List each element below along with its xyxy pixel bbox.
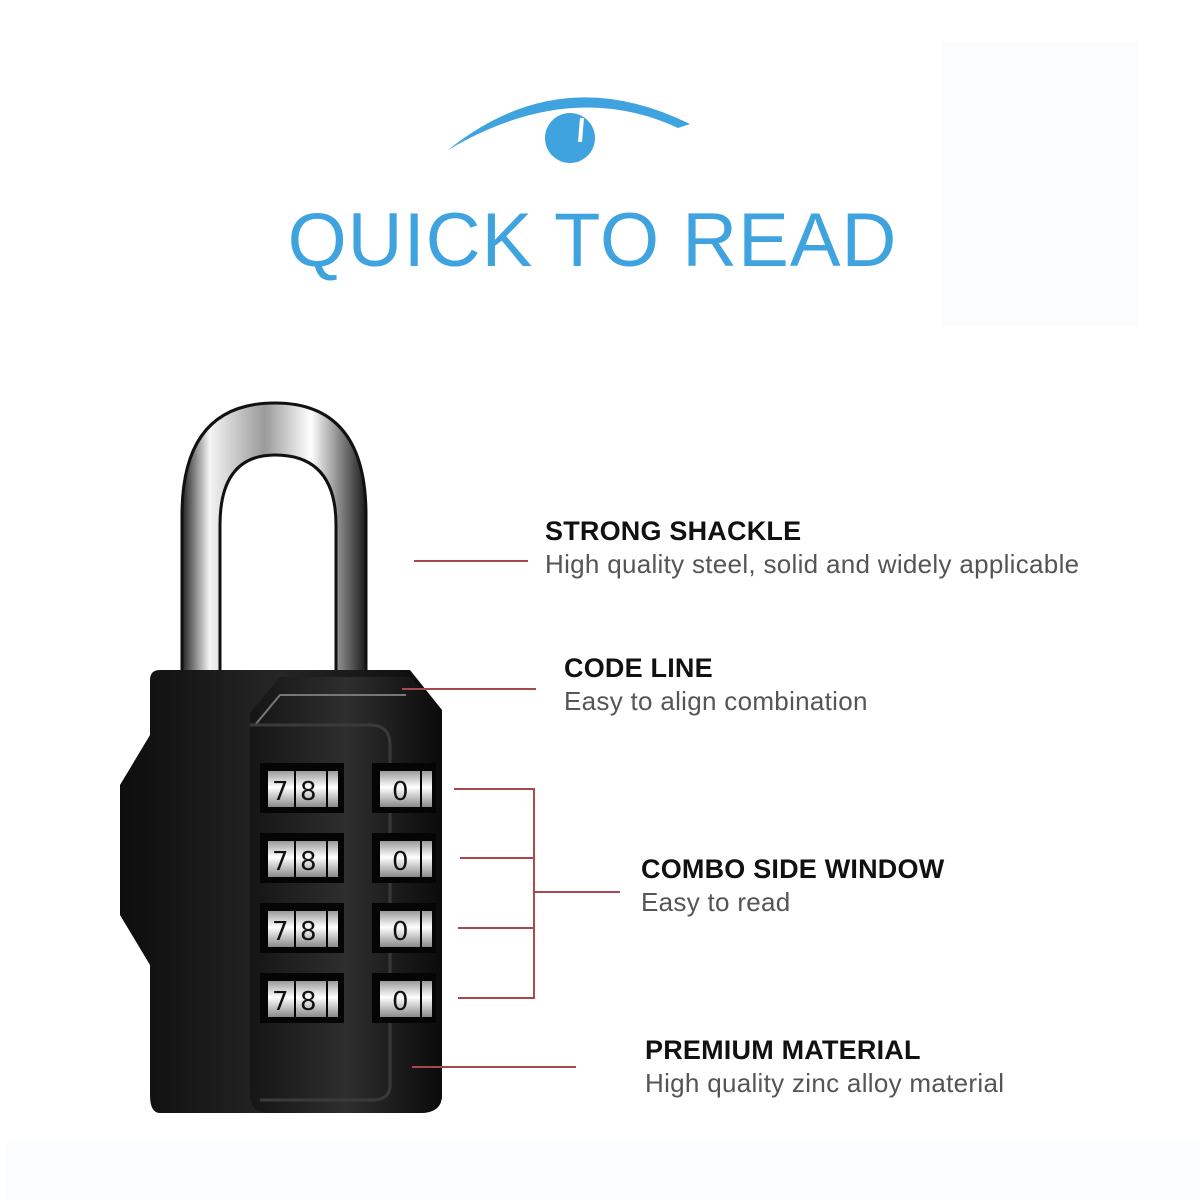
digit: 0: [392, 777, 409, 807]
padlock-image: [120, 401, 442, 1113]
digit: 0: [392, 917, 409, 947]
leader-line-window-4: [458, 997, 534, 999]
leader-line-window-1: [454, 788, 534, 790]
background-footer-panel: [6, 1143, 1200, 1200]
feature-code-line: CODE LINE Easy to align combination: [564, 652, 868, 718]
feature-premium-material: PREMIUM MATERIAL High quality zinc alloy…: [645, 1034, 1004, 1100]
digit: 8: [300, 917, 317, 947]
feature-description: Easy to read: [641, 887, 791, 917]
leader-line-code-line: [402, 688, 536, 690]
leader-line-combo-window: [534, 891, 620, 893]
feature-combo-side-window: COMBO SIDE WINDOW Easy to read: [641, 853, 944, 919]
leader-line-shackle: [414, 560, 528, 562]
feature-strong-shackle: STRONG SHACKLE High quality steel, solid…: [545, 515, 1079, 581]
feature-description: Easy to align combination: [564, 686, 868, 716]
leader-line-window-3: [458, 927, 534, 929]
leader-line-window-2: [460, 857, 534, 859]
digit: 7: [272, 987, 289, 1017]
digit: 7: [272, 847, 289, 877]
feature-title: CODE LINE: [564, 653, 713, 683]
dial-row: [260, 763, 436, 813]
digit: 0: [392, 987, 409, 1017]
background-panel: [941, 42, 1139, 326]
digit: 8: [300, 847, 317, 877]
feature-description: High quality zinc alloy material: [645, 1068, 1005, 1098]
digit: 7: [272, 777, 289, 807]
feature-title: COMBO SIDE WINDOW: [641, 854, 945, 884]
feature-title: STRONG SHACKLE: [545, 516, 802, 546]
feature-description: High quality steel, solid and widely app…: [545, 549, 1080, 579]
bracket-line: [533, 788, 535, 999]
digit: 0: [392, 847, 409, 877]
eye-icon: [448, 97, 690, 163]
feature-title: PREMIUM MATERIAL: [645, 1035, 921, 1065]
leader-line-material: [412, 1066, 576, 1068]
page-title: QUICK TO READ: [287, 198, 898, 283]
digit: 8: [300, 777, 317, 807]
digit: 8: [300, 987, 317, 1017]
digit: 7: [272, 917, 289, 947]
